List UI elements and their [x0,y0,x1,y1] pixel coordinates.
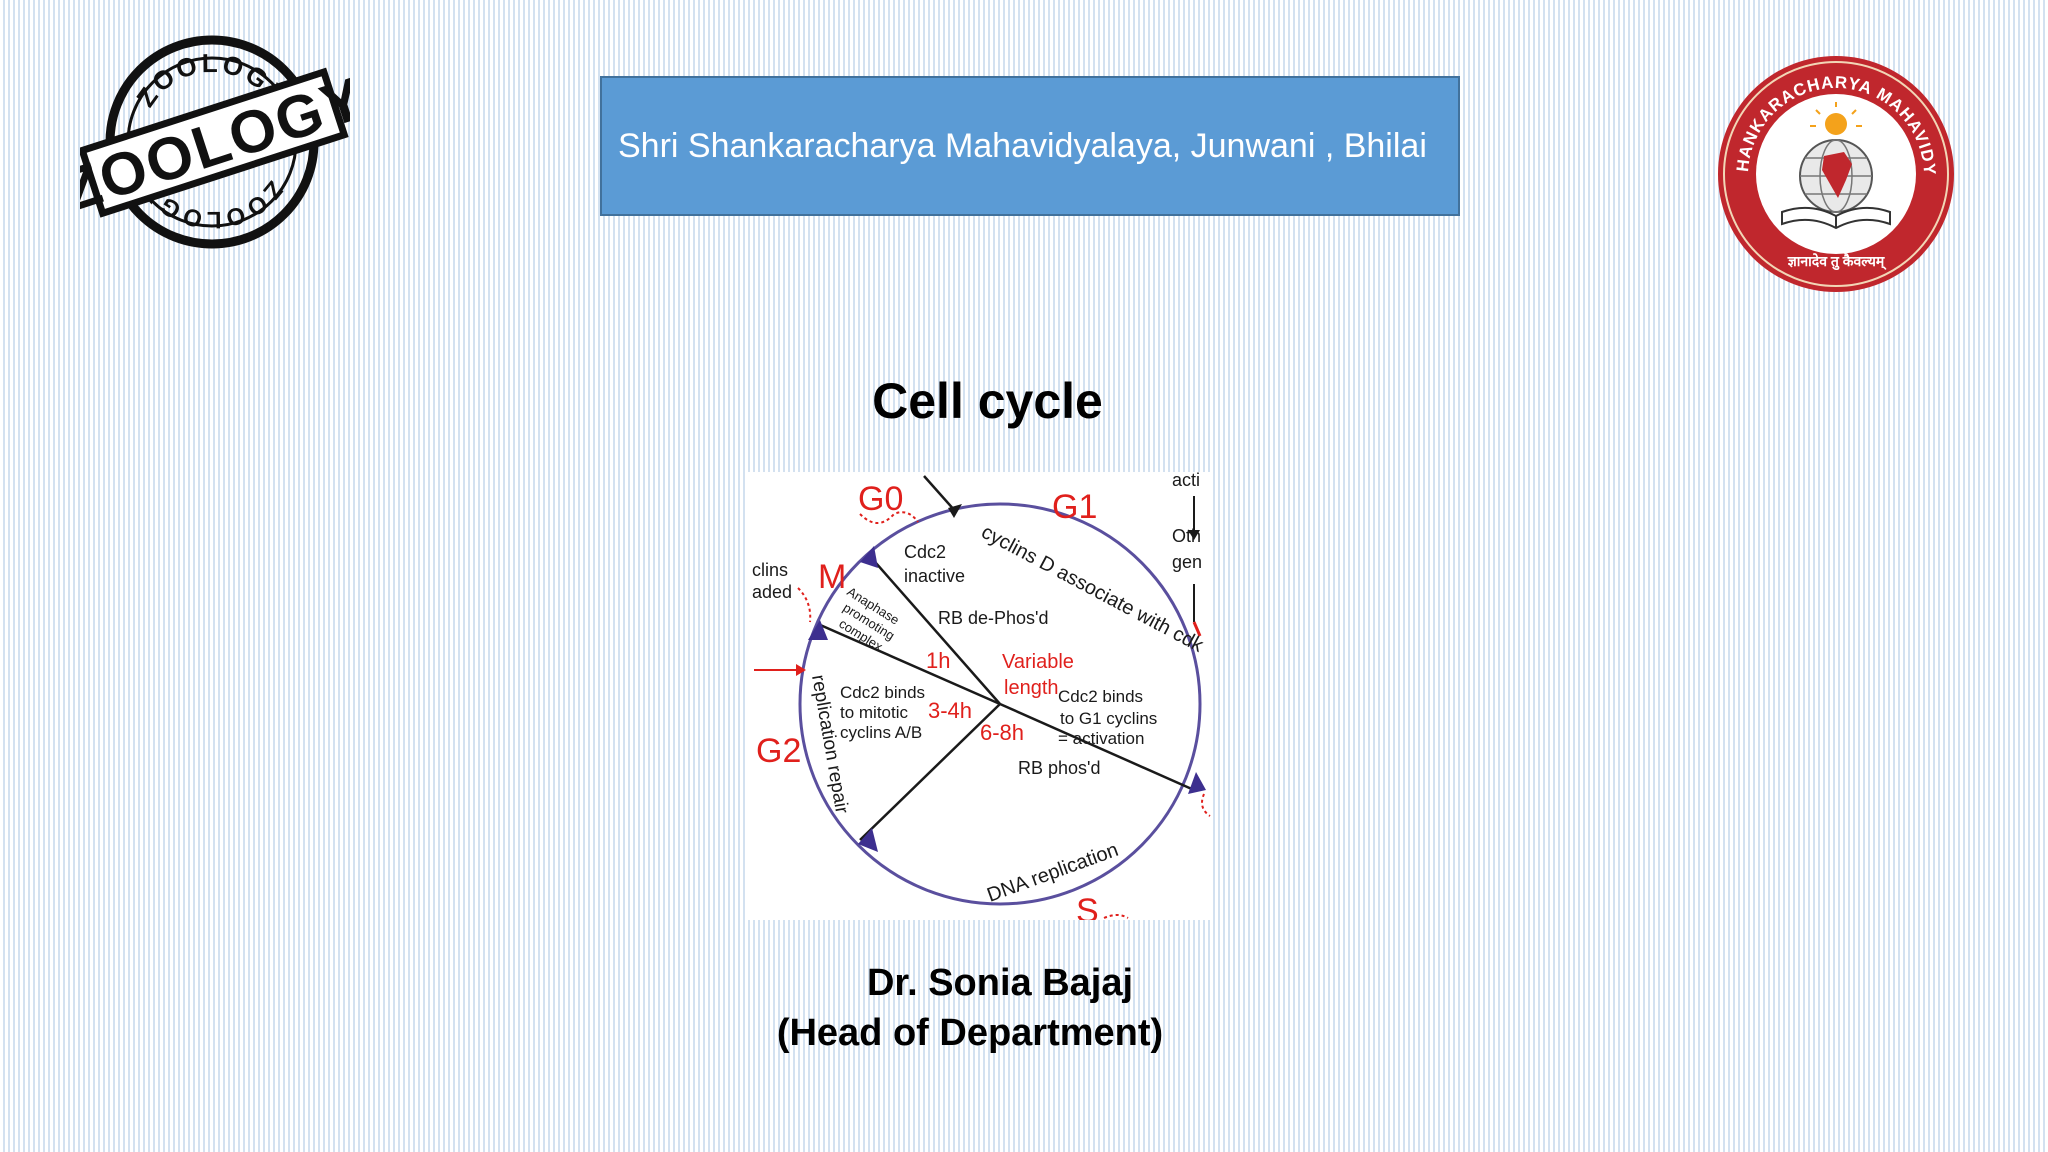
duration-g1-length: length [1004,677,1059,699]
header-banner: Shri Shankaracharya Mahavidyalaya, Junwa… [600,76,1460,216]
duration-s: 6-8h [980,720,1024,745]
label-right-1: acti [1172,472,1200,490]
label-mitotic-cdc2: Cdc2 binds [840,683,925,702]
college-motto: ज्ञानादेव तु कैवल्यम् [1787,253,1887,271]
label-cyclins-degraded-2: aded [752,582,792,602]
label-g1-cdc2-binds: Cdc2 binds [1058,687,1143,706]
duration-m: 1h [926,648,950,673]
phase-g1: G1 [1052,488,1097,526]
phase-s: S [1076,892,1099,920]
label-rb-phos: RB phos'd [1018,758,1101,778]
label-cyclins-ab: cyclins A/B [840,723,922,742]
cell-cycle-diagram: G0 G1 M G2 S 1h 3-4h 6-8h Variable lengt… [748,470,1212,930]
slide-title: Cell cycle [872,373,1103,429]
header-title: Shri Shankaracharya Mahavidyalaya, Junwa… [618,126,1427,165]
author-name: Dr. Sonia Bajaj [866,962,1134,1004]
label-cdc2-inactive: inactive [904,566,965,586]
s-g1-boundary [999,702,1195,792]
arrow-head [808,620,828,640]
label-cyclins-degraded-1: clins [752,560,788,580]
label-to-mitotic: to mitotic [840,703,909,722]
label-activation: = activation [1058,729,1144,748]
zoology-logo: ZOOLOGY ZOOLOGY ZOOLOGY [54,30,373,260]
m-g2-boundary [817,622,1001,706]
phase-m: M [818,558,846,596]
author-block: Dr. Sonia Bajaj (Head of Department) [700,958,1300,1058]
duration-g2: 3-4h [928,698,972,723]
label-right-2: Oth [1172,526,1201,546]
g0-m-boundary [867,553,1001,705]
g2-s-boundary [859,703,1001,841]
phase-g2: G2 [756,732,801,770]
phase-g0: G0 [858,480,903,518]
label-g1-cyclins: to G1 cyclins [1060,709,1157,728]
author-role: (Head of Department) [776,1012,1164,1054]
duration-g1-variable: Variable [1002,651,1074,673]
arrow-head [1188,772,1206,794]
arrow-head [858,828,878,852]
arrow-head [860,546,878,568]
cycle-circle [798,502,1202,906]
label-right-3: gen [1172,552,1202,572]
label-rb-dephos: RB de-Phos'd [938,608,1049,628]
college-logo: SHRI SHANKARACHARYA MAHAVIDYALAYA ज्ञाना… [1705,37,1960,292]
label-cdc2: Cdc2 [904,542,946,562]
